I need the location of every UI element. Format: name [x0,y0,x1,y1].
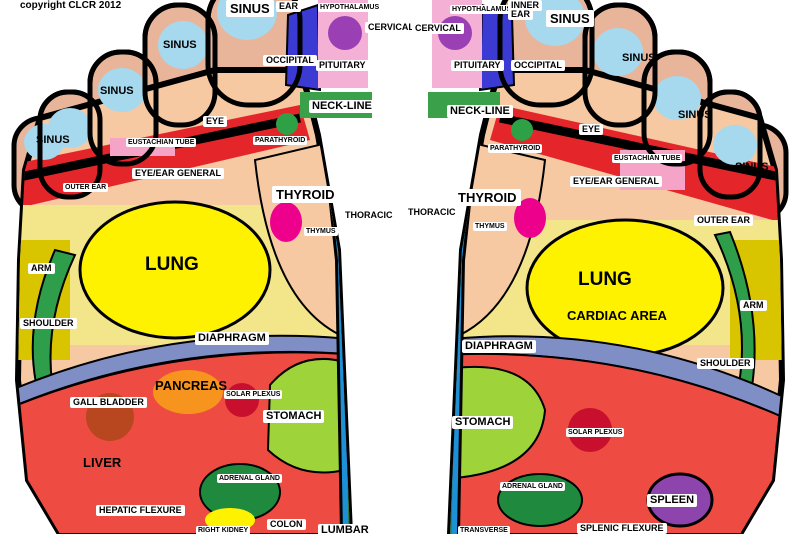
right-label-thoracic: THORACIC [405,207,459,218]
right-label-stomach: STOMACH [452,416,514,429]
right-label-eye-ear-general: EYE/EAR GENERAL [570,176,663,187]
left-occipital [284,3,322,92]
left-label-pancreas: PANCREAS [155,378,227,393]
right-label-splenic-flexure: SPLENIC FLEXURE [577,523,667,534]
left-label-shoulder: SHOULDER [20,318,77,329]
right-sinus-toe-3 [653,76,701,120]
left-label-sinus-big-toe: SINUS [226,0,274,17]
right-label-occipital: OCCIPITAL [511,60,565,71]
right-sinus-toe-2 [593,28,643,76]
left-label-adrenal-gland: ADRENAL GLAND [217,474,282,483]
left-label-hepatic-flexure: HEPATIC FLEXURE [96,505,185,516]
right-label-hypothalamus: HYPOTHALAMUS [450,5,514,14]
right-thyroid [514,198,546,238]
left-label-liver: LIVER [83,455,122,470]
right-label-transverse: TRANSVERSE [458,526,510,535]
left-parathyroid [276,113,298,135]
right-foot [428,0,789,534]
left-label-colon: COLON [267,519,306,530]
left-label-eye-ear-general: EYE/EAR GENERAL [132,168,225,179]
left-label-outer-ear: OUTER EAR [63,183,109,192]
right-label-thymus: THYMUS [473,222,507,231]
left-pancreas [153,370,223,414]
left-label-pituitary: PITUITARY [316,60,369,71]
right-label-sinus-toe-2: SINUS [622,52,656,64]
right-label-cardiac-area: CARDIAC AREA [567,308,667,323]
copyright-text: copyright CLCR 2012 [20,0,122,11]
left-label-eye: EYE [203,116,228,127]
left-hypothalamus [328,16,362,50]
right-label-spleen: SPLEEN [647,494,698,507]
right-label-pituitary: PITUITARY [451,60,504,71]
right-label-eustachian-tube: EUSTACHIAN TUBE [612,154,683,163]
left-label-sinus-toe-3: SINUS [100,85,134,97]
right-label-thyroid: THYROID [454,189,521,206]
left-thyroid [270,202,302,242]
left-label-thoracic: THORACIC [342,210,396,221]
right-label-cervical: CERVICAL [412,23,464,34]
left-label-eustachian-tube: EUSTACHIAN TUBE [126,138,197,147]
left-label-gall-bladder: GALL BLADDER [70,397,147,408]
left-label-thyroid: THYROID [272,186,339,203]
left-label-cervical: CERVICAL [365,22,417,33]
right-label-sinus-toe-3: SINUS [678,109,712,121]
right-label-parathyroid: PARATHYROID [488,144,543,153]
left-label-sinus-toe-5: SINUS [36,134,70,146]
right-label-ear: EAR [508,9,534,20]
right-label-shoulder: SHOULDER [697,358,754,369]
right-label-solar-plexus: SOLAR PLEXUS [566,428,625,437]
left-label-thymus: THYMUS [304,227,338,236]
left-label-right-kidney: RIGHT KIDNEY [196,526,251,535]
right-label-lung: LUNG [578,269,632,290]
left-label-occipital: OCCIPITAL [263,55,317,66]
right-label-arm: ARM [740,300,767,311]
right-label-neck-line: NECK-LINE [447,105,513,118]
left-sinus-toe-3 [98,68,146,112]
right-label-outer-ear: OUTER EAR [694,215,754,226]
left-label-sinus-toe-2: SINUS [163,39,197,51]
left-label-lung: LUNG [145,254,199,275]
right-label-adrenal-gland: ADRENAL GLAND [500,482,565,491]
left-label-neck-line: NECK-LINE [309,100,375,113]
left-label-ear: EAR [276,1,302,12]
right-label-diaphragm: DIAPHRAGM [462,340,536,353]
left-label-solar-plexus: SOLAR PLEXUS [224,390,283,399]
left-sinus-toe-2 [158,21,208,69]
right-label-eye: EYE [579,124,604,135]
right-sinus-toe-4 [713,125,757,165]
right-eye-line [499,113,782,183]
left-label-parathyroid: PARATHYROID [253,136,308,145]
left-label-hypothalamus: HYPOTHALAMUS [318,3,382,12]
left-solar-plexus [225,383,259,417]
left-label-stomach: STOMACH [263,410,325,423]
left-label-diaphragm: DIAPHRAGM [195,332,269,345]
left-sinus-toe-5 [24,124,64,160]
left-label-arm: ARM [28,263,55,274]
right-label-sinus-big-toe: SINUS [546,10,594,27]
right-label-inner: INNER [508,0,543,11]
left-lung [78,200,272,340]
right-parathyroid [511,119,533,141]
right-label-sinus-toe-4: SINUS [735,161,769,173]
left-label-lumbar: LUMBAR [318,524,372,537]
